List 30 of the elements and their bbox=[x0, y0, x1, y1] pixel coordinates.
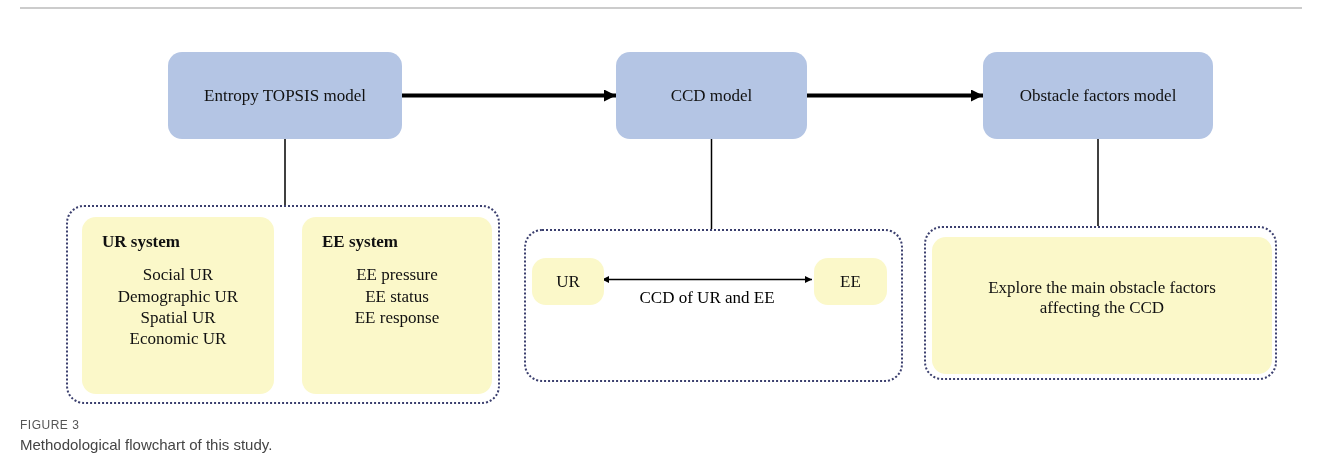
indicator-text: EE response bbox=[353, 306, 441, 328]
model-box bbox=[168, 52, 402, 139]
indicator-text: Demographic UR bbox=[116, 285, 240, 307]
connector-line bbox=[1097, 138, 1099, 227]
indicator-text: Spatial UR bbox=[139, 306, 217, 328]
content-box bbox=[302, 217, 492, 394]
node-label: UR bbox=[556, 271, 580, 292]
node-label: Obstacle factors model bbox=[1019, 85, 1177, 106]
system-heading: UR system bbox=[101, 231, 181, 253]
content-box bbox=[814, 258, 887, 305]
indicator-text: Social UR bbox=[141, 264, 215, 286]
model-box bbox=[983, 52, 1213, 139]
node-label: EE bbox=[840, 271, 861, 292]
content-box bbox=[532, 258, 604, 305]
dotted-group-box bbox=[66, 205, 500, 404]
node-label: Entropy TOPSIS model bbox=[204, 85, 366, 106]
model-box bbox=[616, 52, 807, 139]
node-label: Explore the main obstacle factors affecting the CCD bbox=[987, 277, 1217, 318]
indicator-text: EE status bbox=[364, 285, 430, 307]
connector-line bbox=[710, 138, 713, 230]
indicator-text: EE pressure bbox=[355, 264, 439, 286]
node-label: CCD model bbox=[670, 85, 753, 106]
figure-caption: Methodological flowchart of this study. bbox=[20, 436, 273, 453]
arrow bbox=[807, 89, 983, 102]
connector-line bbox=[284, 138, 286, 206]
figure-number: FIGURE 3 bbox=[20, 418, 80, 432]
system-heading: EE system bbox=[321, 231, 400, 253]
arrow bbox=[402, 89, 616, 102]
indicator-text: Economic UR bbox=[128, 328, 228, 350]
content-box bbox=[82, 217, 274, 394]
